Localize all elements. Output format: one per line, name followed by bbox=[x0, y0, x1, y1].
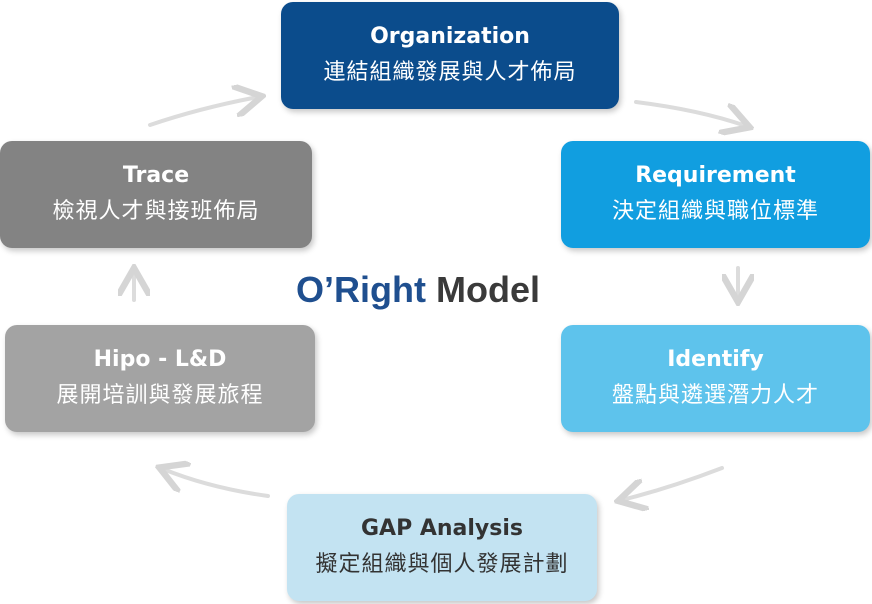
stage-requirement-title: Requirement bbox=[635, 162, 796, 188]
model-title-rest: Model bbox=[425, 269, 540, 310]
stage-organization-title: Organization bbox=[370, 23, 530, 49]
stage-organization: Organization 連結組織發展與人才佈局 bbox=[281, 2, 619, 109]
stage-identify-title: Identify bbox=[667, 346, 764, 372]
stage-identify-desc: 盤點與遴選潛力人才 bbox=[611, 382, 819, 408]
stage-requirement: Requirement 決定組織與職位標準 bbox=[561, 141, 870, 248]
stage-hipo-desc: 展開培訓與發展旅程 bbox=[56, 382, 264, 408]
stage-hipo: Hipo - L&D 展開培訓與發展旅程 bbox=[5, 325, 315, 432]
arrow-trace-to-org bbox=[148, 97, 258, 127]
stage-hipo-title: Hipo - L&D bbox=[93, 346, 227, 372]
stage-gap-title: GAP Analysis bbox=[360, 515, 523, 541]
stage-identify: Identify 盤點與遴選潛力人才 bbox=[561, 325, 870, 432]
model-title: O’Right Model bbox=[296, 265, 596, 315]
stage-gap-analysis: GAP Analysis 擬定組織與個人發展計劃 bbox=[287, 494, 597, 601]
stage-trace-desc: 檢視人才與接班佈局 bbox=[52, 198, 260, 224]
stage-trace-title: Trace bbox=[122, 162, 190, 188]
arrow-id-to-gap bbox=[622, 466, 724, 500]
stage-requirement-desc: 決定組織與職位標準 bbox=[611, 198, 819, 224]
arrow-gap-to-hipo bbox=[163, 469, 270, 498]
stage-trace: Trace 檢視人才與接班佈局 bbox=[0, 141, 312, 248]
arrow-org-to-req bbox=[634, 100, 746, 126]
stage-gap-desc: 擬定組織與個人發展計劃 bbox=[315, 551, 569, 577]
model-title-brand: O’Right bbox=[296, 269, 426, 310]
stage-organization-desc: 連結組織發展與人才佈局 bbox=[323, 59, 577, 85]
